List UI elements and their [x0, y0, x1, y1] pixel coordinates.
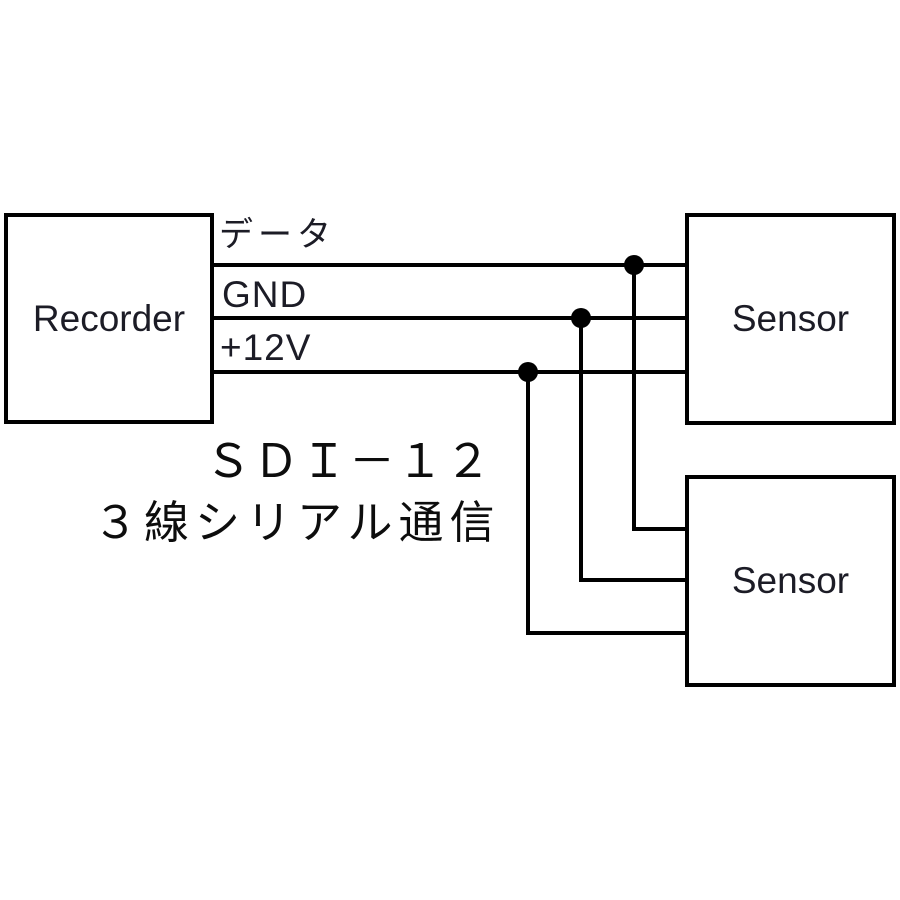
- recorder-node: Recorder: [4, 213, 214, 424]
- wire-gnd: [213, 316, 685, 582]
- sensor1-node: Sensor: [685, 213, 896, 425]
- recorder-label: Recorder: [32, 297, 186, 339]
- sensor2-label: Sensor: [731, 560, 850, 601]
- junction-dot-gnd: [571, 308, 591, 328]
- wire-label-data: データ: [219, 216, 336, 254]
- sensor1-label: Sensor: [731, 298, 850, 339]
- junction-dot-data: [624, 255, 644, 275]
- caption-line2: ３線シリアル通信: [93, 497, 501, 548]
- wire-data: [213, 263, 685, 531]
- wire-plus12v: [213, 370, 685, 635]
- wire-label-plus12v: +12V: [220, 327, 312, 368]
- wire-label-gnd: GND: [222, 274, 308, 315]
- caption-line1: ＳＤＩ－１２: [205, 435, 493, 487]
- sensor2-node: Sensor: [685, 475, 896, 687]
- junction-dot-plus12v: [518, 362, 538, 382]
